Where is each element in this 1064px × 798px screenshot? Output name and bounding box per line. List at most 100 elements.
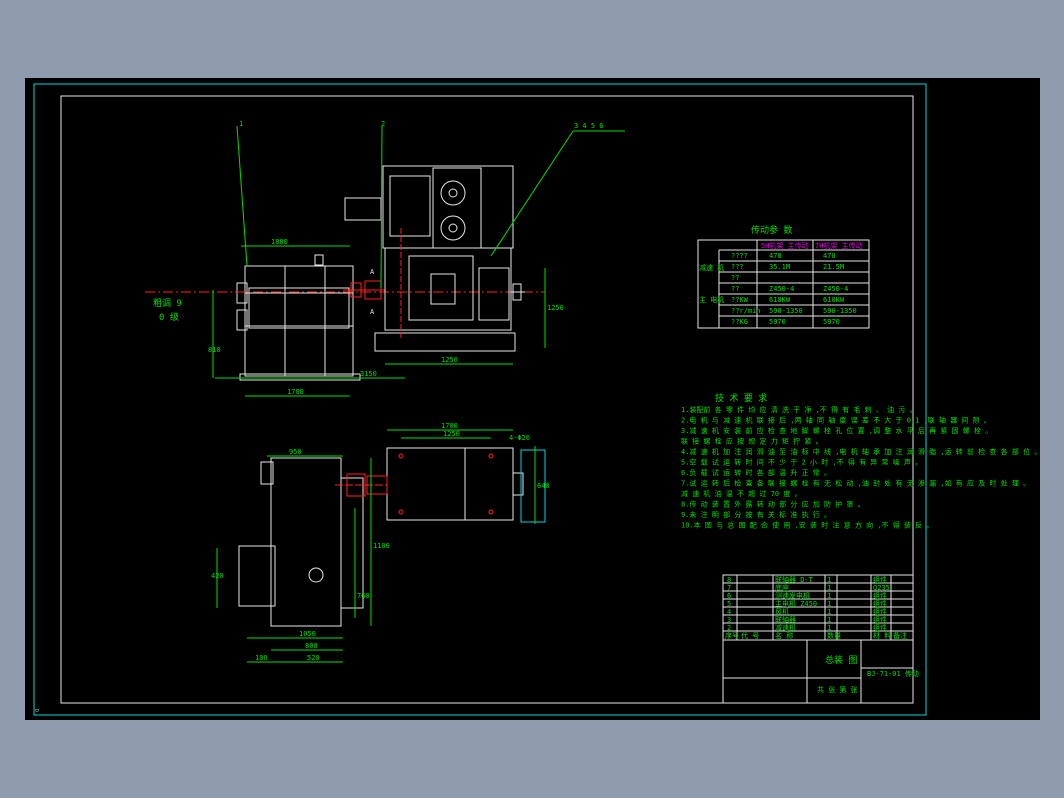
dim-plan-width-2: 1250 (443, 430, 460, 438)
parts-header-cell: 序号 (725, 631, 739, 640)
fan-unit (344, 197, 382, 221)
sheet-count: 共 张 第 张 (817, 685, 858, 694)
note-line: 10.本 图 与 总 图 配 合 使 用 ,安 装 时 注 意 方 向 ,不 得… (681, 521, 933, 530)
param-row-label: ???? (731, 252, 748, 260)
outer-sheet-border (33, 83, 927, 716)
dim-shaft-length: 3150 (360, 370, 377, 378)
cad-viewport[interactable]: 1880 1700 3150 810 1250 1250 1 2 3 4 5 6 (25, 78, 1040, 720)
inner-sheet-border (60, 95, 914, 704)
front-elevation-view: 1880 1700 3150 810 1250 1250 1 2 3 4 5 6 (145, 120, 625, 397)
param-row-value-1: 5970 (769, 318, 786, 326)
param-row-value-2: 610KW (823, 296, 845, 304)
part-material: 组件 (873, 575, 887, 584)
param-row-value-1: Z450-4 (769, 285, 794, 293)
param-row-value-2: 21.5M (823, 263, 844, 271)
parts-header-cell: 材 料 (873, 631, 891, 640)
param-group-1: 减速 机 (699, 263, 724, 272)
param-row-value-2: 5970 (823, 318, 840, 326)
part-no: 5 (727, 600, 731, 608)
part-qty: 1 (827, 616, 831, 624)
param-row-value-1: 35.1M (769, 263, 790, 271)
drawing-name: 总装 图 (825, 654, 857, 666)
part-name: 联轴器 D-T (775, 575, 814, 584)
part-name: 测速发电机 (775, 591, 810, 600)
dim-gear-width-1: 1050 (299, 630, 316, 638)
hole-note: 4-Φ26 (509, 434, 530, 442)
dim-gear-height-1: 760 (357, 592, 370, 600)
reducer-base (239, 373, 361, 381)
part-no: 2 (727, 624, 731, 632)
dim-gear-side: 100 (255, 654, 268, 662)
parts-header-cell: 代 号 (741, 631, 759, 640)
notes-title: 技 术 要 求 (715, 392, 767, 404)
param-table-title: 传动参 数 (751, 224, 792, 236)
part-no: 8 (727, 576, 731, 584)
plan-view-motor: 1700 1250 640 4-Φ26 (366, 422, 550, 524)
param-row-label: ??? (731, 263, 744, 271)
param-row-label: ??KG (731, 318, 748, 326)
param-row-label: ??r/min (731, 307, 761, 315)
callout-1: 1 (239, 120, 243, 128)
note-line: 3.减 速 机 安 装 前 应 检 查 地 脚 螺 栓 孔 位 置 ,调 整 水… (681, 426, 992, 435)
part-name: 联轴器 (775, 615, 796, 624)
parameter-table: 传动参 数 5H机架 主传动 7H机架 主传动 减速 机 主 电机 ????47… (697, 224, 870, 329)
dim-base-length-2: 1250 (441, 356, 458, 364)
param-row-value-2: 590-1350 (823, 307, 857, 315)
motor-plan-body (386, 447, 514, 521)
dim-base-length: 1700 (287, 388, 304, 396)
drawing-canvas[interactable]: 1880 1700 3150 810 1250 1250 1 2 3 4 5 6 (25, 78, 1040, 720)
reducer-body (244, 265, 354, 377)
part-name: 减速机 (775, 623, 796, 632)
part-no: 3 (727, 616, 731, 624)
plan-view-gearbox: 420 1100 760 1050 800 100 520 950 (211, 448, 390, 663)
note-line: 6.负 载 试 运 转 时 各 部 温 升 正 常 。 (681, 468, 831, 477)
note-line: 9.未 注 明 部 分 按 有 关 标 准 执 行 。 (681, 510, 831, 519)
part-material: 组件 (873, 599, 887, 608)
dim-plan-right: 640 (537, 482, 550, 490)
note-line: 2.电 机 与 减 速 机 联 接 后 ,两 轴 同 轴 度 误 差 不 大 于… (681, 416, 991, 425)
parts-header-cell: 数量 (827, 631, 841, 640)
note-line: 1.装配前 各 零 件 均 应 清 洗 干 净 ,不 得 有 毛 刺 、 油 污… (681, 405, 917, 414)
section-mark-a2: A (370, 308, 375, 316)
gearbox-plan-body (270, 457, 342, 627)
note-line: 联 接 螺 栓 应 按 规 定 力 矩 拧 紧 。 (681, 437, 823, 446)
part-material: 组件 (873, 607, 887, 616)
leader-line-2 (380, 125, 383, 289)
drawing-number: BJ-71-01 传动 (867, 669, 919, 678)
param-row-value-1: 590-1350 (769, 307, 803, 315)
param-col-2: 7H机架 主传动 (815, 241, 863, 250)
parts-header-cell: 名 称 (775, 631, 793, 640)
note-line: 7.试 运 转 后 检 查 各 联 接 螺 栓 有 无 松 动 ,油 封 处 有… (681, 479, 1030, 488)
motor-body (384, 247, 512, 331)
param-row-value-1: 470 (769, 252, 782, 260)
note-line: 5.空 载 试 运 转 时 间 不 少 于 2 小 时 ,不 得 有 异 常 噪… (681, 458, 922, 467)
technical-notes: 技 术 要 求 1.装配前 各 零 件 均 应 清 洗 干 净 ,不 得 有 毛… (681, 392, 1040, 530)
param-col-1: 5H机架 主传动 (761, 241, 809, 250)
section-mark-a1: A (370, 268, 375, 276)
part-name: 风机 (775, 607, 789, 616)
leader-line-3 (490, 130, 574, 257)
part-qty: 1 (827, 576, 831, 584)
param-row-value-2: Z450-4 (823, 285, 848, 293)
param-row-value-1: 610KW (769, 296, 791, 304)
part-qty: 1 (827, 592, 831, 600)
parts-header-cell: 备注 (893, 631, 907, 640)
dim-gear-width-4: 950 (289, 448, 302, 456)
part-name: 主电机 Z450 (775, 599, 817, 608)
left-label-2: 0 级 (159, 311, 179, 323)
part-qty: 1 (827, 624, 831, 632)
param-row-label: ?? (731, 274, 739, 282)
leader-line-1 (236, 125, 248, 267)
part-material: 组件 (873, 623, 887, 632)
dim-gear-width-2: 800 (305, 642, 318, 650)
dim-top-width: 1880 (271, 238, 288, 246)
part-qty: 1 (827, 584, 831, 592)
note-line: 4.减 速 机 加 注 润 滑 油 至 油 标 中 线 ,电 机 轴 承 加 注… (681, 447, 1040, 456)
note-line: 减 速 机 油 温 不 超 过 70 度 。 (681, 489, 802, 498)
dim-height-2: 1250 (547, 304, 564, 312)
ucs-marker: ▫ (35, 706, 39, 714)
part-qty: 1 (827, 600, 831, 608)
